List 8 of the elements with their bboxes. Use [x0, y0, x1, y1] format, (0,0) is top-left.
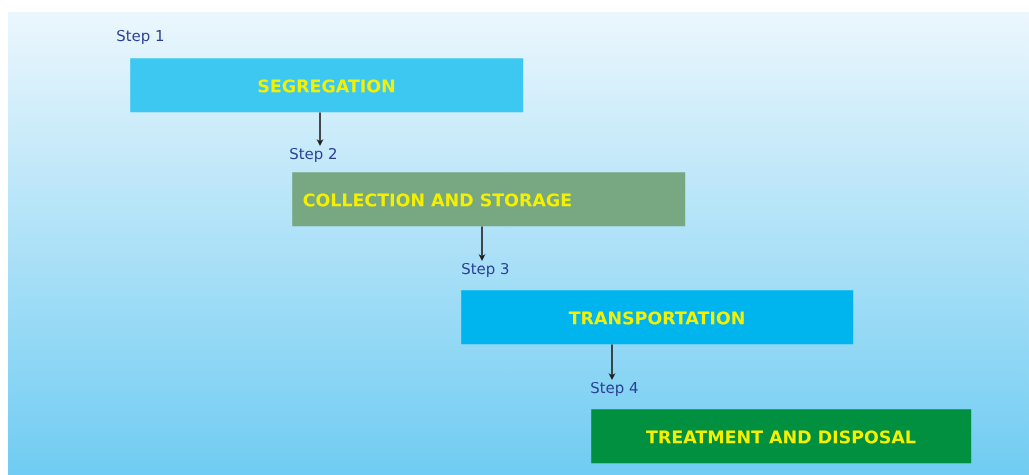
process-box: TRANSPORTATION — [461, 290, 854, 345]
process-box: COLLECTION AND STORAGE — [292, 172, 686, 227]
step-label: Step 2 — [290, 147, 336, 163]
step-label: Step 4 — [591, 381, 638, 397]
step-label: Step 3 — [462, 262, 509, 278]
process-box: SEGREGATION — [130, 58, 524, 113]
step-label: Step 1 — [117, 29, 164, 45]
process-box: TREATMENT AND DISPOSAL — [591, 409, 972, 464]
